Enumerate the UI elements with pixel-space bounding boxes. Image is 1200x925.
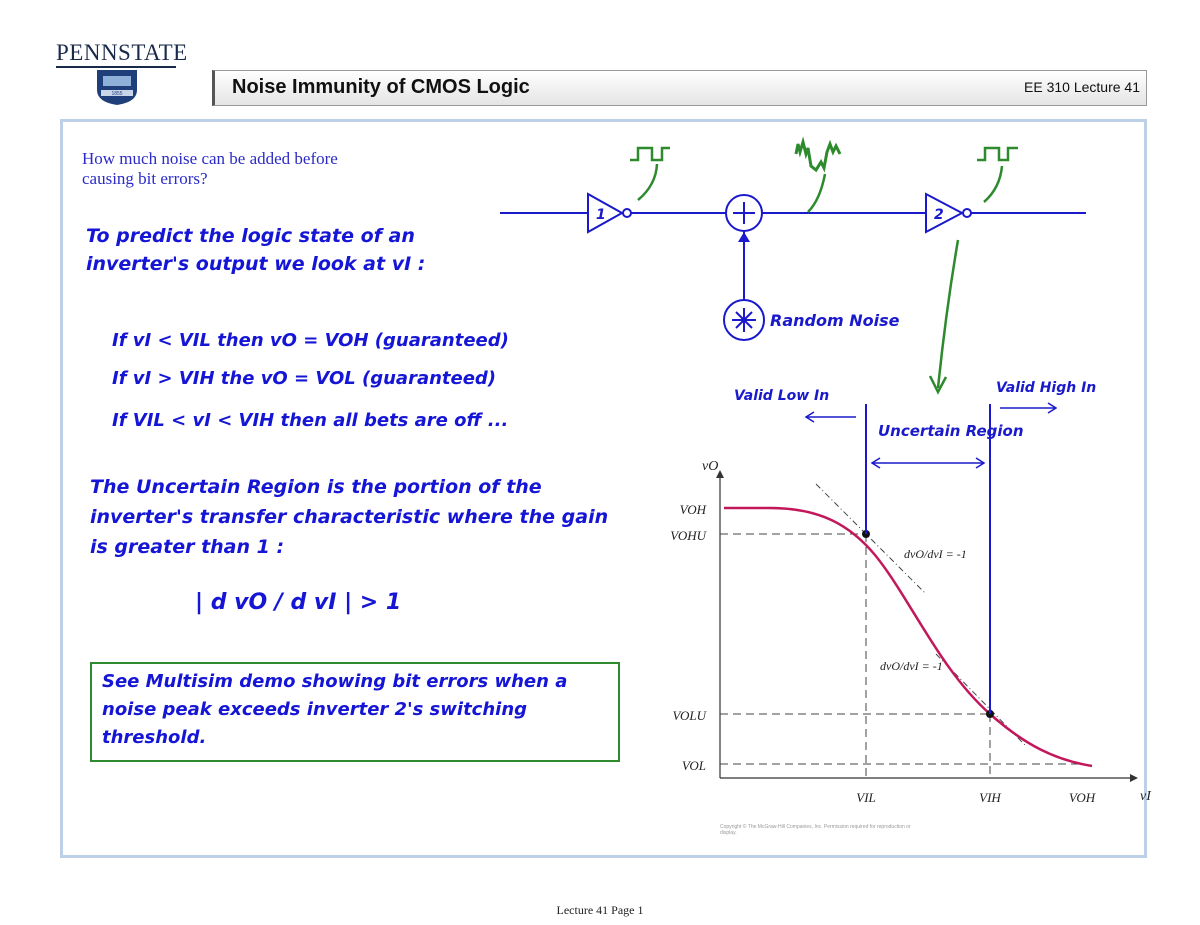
noisy-waveform — [794, 136, 842, 173]
region-uncertain: Uncertain Region — [878, 422, 1024, 440]
y-tick-vohu: VOHU — [670, 528, 707, 543]
noise-label: Random Noise — [770, 311, 900, 330]
slide-title: Noise Immunity of CMOS Logic — [232, 76, 530, 98]
pennstate-logo-text: PENNSTATE — [56, 40, 188, 65]
y-axis-label: vO — [702, 459, 718, 474]
guide-lines — [720, 533, 1082, 778]
inverter-1-label: 1 — [596, 207, 606, 223]
inverter-2 — [925, 192, 965, 234]
x-axis-label: vI — [1140, 789, 1152, 804]
slide-frame — [60, 119, 1147, 858]
predict-text: To predict the logic state of an inverte… — [86, 225, 426, 275]
inverter-1 — [587, 192, 625, 234]
rule-1: If vI < VIL then vO = VOH (guaranteed) — [112, 330, 509, 351]
logo-underline — [56, 66, 176, 68]
region-valid-high: Valid High In — [996, 380, 1096, 396]
y-tick-volu: VOLU — [672, 708, 707, 723]
vtc-curve — [724, 506, 1093, 768]
pointer-arrow — [936, 239, 960, 389]
x-tick-vih: VIH — [979, 790, 1001, 805]
inverter-2-bubble — [962, 208, 972, 218]
slope-annotation-2: dvO/dvI = -1 — [880, 659, 943, 673]
shield-year: 1855 — [111, 91, 122, 97]
course-label: EE 310 Lecture 41 — [1024, 79, 1140, 95]
gain-formula: | d vO / d vI | > 1 — [195, 590, 402, 615]
inverter-1-bubble — [622, 208, 632, 218]
uncertain-region-text: The Uncertain Region is the portion of t… — [90, 476, 609, 558]
y-tick-voh: VOH — [680, 502, 707, 517]
circuit-and-vtc-diagram: 1 2 Random Noise vO vI — [500, 136, 1152, 836]
question-text: How much noise can be added before causi… — [82, 149, 338, 188]
shield-icon: 1855 — [97, 70, 137, 105]
demo-note-text: See Multisim demo showing bit errors whe… — [102, 671, 568, 748]
demo-note-box — [90, 662, 620, 762]
page-footer: Lecture 41 Page 1 — [556, 903, 644, 917]
rule-3: If VIL < vI < VIH then all bets are off … — [112, 410, 509, 431]
copyright-note: Copyright © The McGraw-Hill Companies, I… — [720, 824, 911, 836]
x-tick-vil: VIL — [856, 790, 876, 805]
inverter-2-label: 2 — [934, 207, 944, 223]
noise-source-icon — [723, 299, 765, 341]
output-waveform — [977, 146, 1018, 162]
y-tick-vol: VOL — [682, 758, 706, 773]
title-bar — [212, 70, 1147, 106]
region-valid-low: Valid Low In — [734, 388, 829, 404]
x-tick-voh: VOH — [1069, 790, 1096, 805]
slope-annotation-1: dvO/dvI = -1 — [904, 547, 967, 561]
clean-input-waveform — [630, 146, 670, 162]
rule-2: If vI > VIH the vO = VOL (guaranteed) — [112, 368, 497, 389]
slope-lines — [815, 483, 1027, 747]
